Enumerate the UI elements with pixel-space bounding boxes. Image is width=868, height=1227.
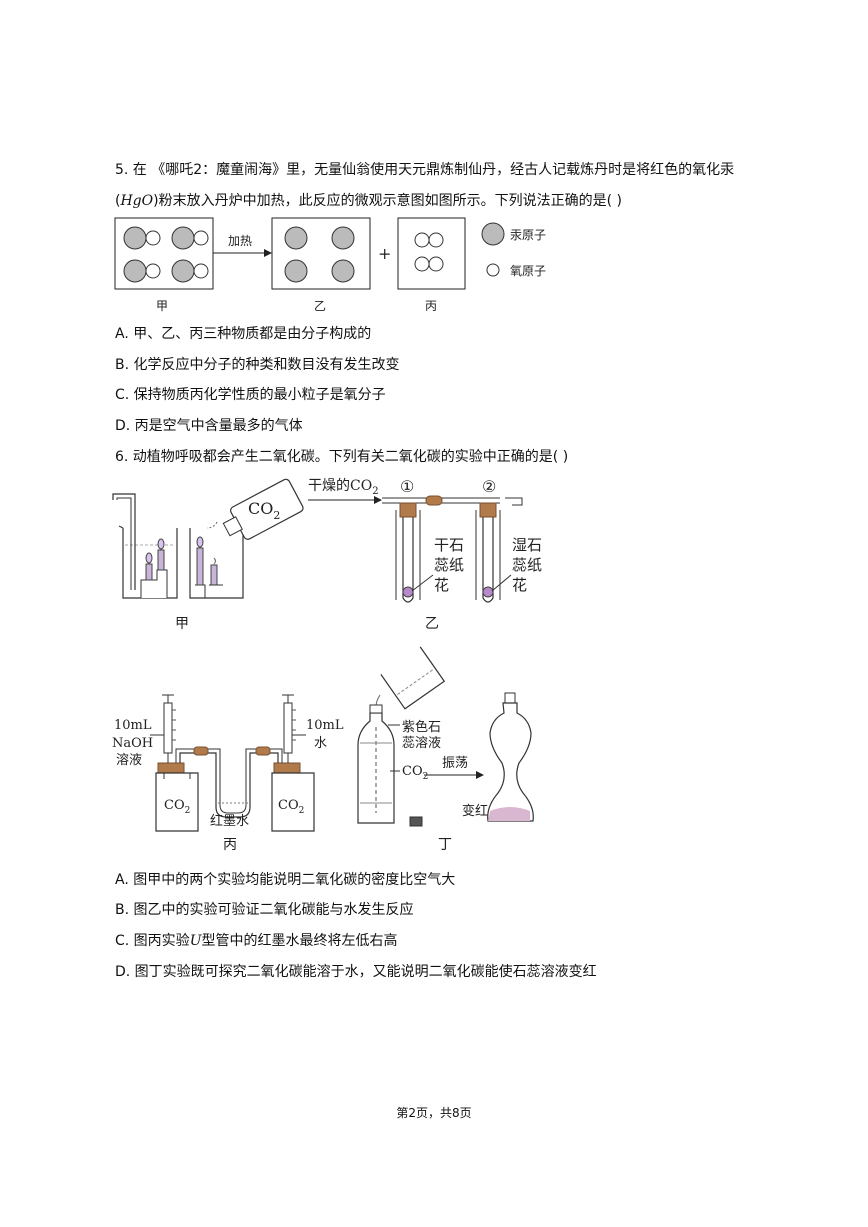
q6-option-d: D. 图丁实验既可探究二氧化碳能溶于水，又能说明二氧化碳能使石蕊溶液变红 xyxy=(115,964,597,980)
jia-co2: CO2 xyxy=(248,499,280,522)
yi-dry-3: 花 xyxy=(434,576,449,594)
q6-figure-yi: 干燥的CO2 ① ② 干石 蕊纸 花 湿石 蕊纸 花 乙 xyxy=(308,477,542,632)
legend-hg: 汞原子 xyxy=(510,228,546,242)
q6-option-c: C. 图丙实验U型管中的红墨水最终将左低右高 xyxy=(115,931,398,951)
yi-wet-1: 湿石 xyxy=(512,536,542,554)
q5-formula: HgO xyxy=(120,193,154,209)
ding-label: 丁 xyxy=(438,837,452,853)
bing-naoh-3: 溶液 xyxy=(116,753,142,768)
label-yi: 乙 xyxy=(314,299,326,313)
box-bing xyxy=(397,217,466,290)
q5-option-a: A. 甲、乙、丙三种物质都是由分子构成的 xyxy=(115,326,372,342)
bing-co2-right: CO2 xyxy=(278,798,304,816)
q5-paren: ( xyxy=(115,193,121,209)
bing-water-1: 10mL xyxy=(306,718,344,733)
label-bing: 丙 xyxy=(425,299,437,313)
page-footer: 第2页，共8页 xyxy=(396,1106,472,1120)
bing-naoh-1: 10mL xyxy=(114,718,152,733)
bing-ink: 红墨水 xyxy=(210,813,249,829)
ding-litmus-2: 蕊溶液 xyxy=(402,736,441,751)
plus-sign: + xyxy=(378,244,391,263)
ding-co2: CO2 xyxy=(402,764,428,782)
bing-label: 丙 xyxy=(223,837,237,853)
label-jia: 甲 xyxy=(156,299,168,313)
q6-stem: 6. 动植物呼吸都会产生二氧化碳。下列有关二氧化碳的实验中正确的是( ) xyxy=(115,449,569,465)
arrow-label: 加热 xyxy=(228,234,252,248)
yi-wet-2: 蕊纸 xyxy=(512,556,542,574)
q6-option-c-u: U xyxy=(189,933,202,949)
ding-litmus-1: 紫色石 xyxy=(402,719,441,735)
ding-shake: 振荡 xyxy=(442,756,468,771)
q5-stem-line2: (HgO)粉末放入丹炉中加热，此反应的微观示意图如图所示。下列说法正确的是( ) xyxy=(115,191,622,211)
yi-dry-1: 干石 xyxy=(434,536,464,554)
q6-option-a: A. 图甲中的两个实验均能说明二氧化碳的密度比空气大 xyxy=(115,872,456,888)
q5-reaction-diagram: 加热 + 汞原子 氧原子 甲 乙 丙 xyxy=(114,217,546,313)
q5-option-b: B. 化学反应中分子的种类和数目没有发生改变 xyxy=(115,357,400,373)
bing-co2-left: CO2 xyxy=(164,798,190,816)
yi-num2: ② xyxy=(482,477,496,496)
q5-stem-rest: )粉末放入丹炉中加热，此反应的微观示意图如图所示。下列说法正确的是( ) xyxy=(153,193,622,209)
yi-wet-3: 花 xyxy=(512,576,527,594)
ding-red: 变红 xyxy=(462,803,488,819)
yi-num1: ① xyxy=(400,477,414,496)
q6-figure-jia: CO2 甲 xyxy=(112,478,304,632)
q6-option-c-pre: C. 图丙实验 xyxy=(115,933,190,949)
yi-dry-2: 蕊纸 xyxy=(434,556,464,574)
box-yi xyxy=(271,217,371,290)
q5-option-c: C. 保持物质丙化学性质的最小粒子是氧分子 xyxy=(115,387,386,403)
bing-water-2: 水 xyxy=(314,736,327,751)
jia-label: 甲 xyxy=(175,616,189,632)
q5-stem-line1: 5. 在 《哪吒2：魔童闹海》里，无量仙翁使用天元鼎炼制仙丹，经古人记载炼丹时是… xyxy=(115,162,735,178)
q6-option-c-post: 型管中的红墨水最终将左低右高 xyxy=(201,933,398,949)
q6-figure-ding: 紫色石 蕊溶液 CO2 振荡 变红 丁 xyxy=(357,646,534,853)
yi-label: 乙 xyxy=(425,616,439,632)
legend-o: 氧原子 xyxy=(510,264,546,278)
bing-naoh-2: NaOH xyxy=(112,736,153,751)
q5-option-d: D. 丙是空气中含量最多的气体 xyxy=(115,418,303,434)
q6-figure-bing: 10mL NaOH 溶液 10mL 水 CO2 CO2 红墨水 丙 xyxy=(112,694,344,853)
yi-dry-co2: 干燥的CO2 xyxy=(308,478,379,497)
q6-option-b: B. 图乙中的实验可验证二氧化碳能与水发生反应 xyxy=(115,902,414,918)
